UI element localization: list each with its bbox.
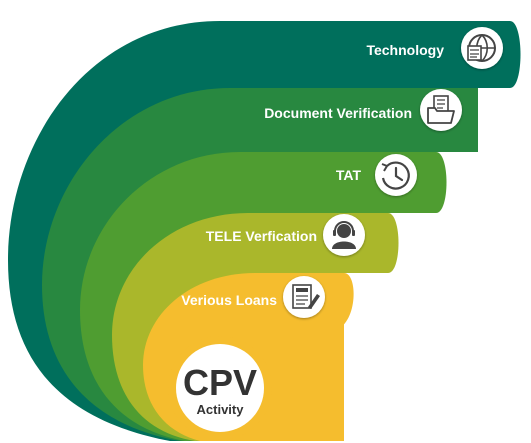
center-badge: CPV Activity: [168, 336, 272, 440]
clock-rewind-icon: [375, 154, 417, 196]
label-tele-verfication: TELE Verfication: [206, 228, 317, 244]
center-subtitle: Activity: [197, 402, 245, 417]
headset-agent-icon: [323, 214, 365, 256]
globe-browser-icon: [461, 27, 503, 69]
label-document-verification: Document Verification: [264, 105, 412, 121]
loan-document-icon: [283, 276, 325, 318]
label-technology: Technology: [366, 42, 444, 58]
center-title: CPV: [183, 362, 257, 403]
inner-steps: [478, 88, 531, 441]
label-verious-loans: Verious Loans: [181, 292, 277, 308]
label-tat: TAT: [336, 167, 362, 183]
folder-documents-icon: [420, 89, 462, 131]
center-disc: [176, 344, 264, 432]
